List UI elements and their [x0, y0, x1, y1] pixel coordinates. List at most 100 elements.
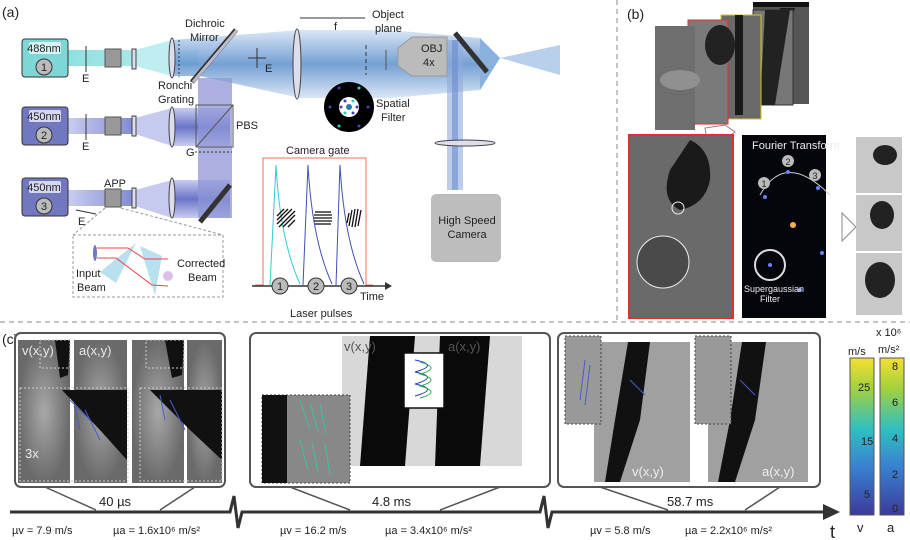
vertical-beam	[198, 78, 232, 218]
laser-1: 488nm 1	[21, 38, 69, 78]
colorbar-a-tick-0: 0	[892, 503, 898, 515]
high-speed-camera	[431, 194, 501, 262]
group2-a-label: a(x,y)	[448, 339, 481, 354]
filter-label-2: Filter	[760, 294, 780, 304]
pulse-3-number: 3	[346, 281, 352, 293]
colorbar-a-tick-8: 8	[892, 361, 898, 373]
timeline-axis	[10, 495, 825, 529]
colorbar-v-label: v	[857, 520, 864, 535]
time-axis-arrow	[385, 282, 392, 290]
object-beam	[500, 45, 560, 75]
group2-v-label: v(x,y)	[344, 339, 376, 354]
objective	[397, 36, 448, 77]
colorbar-v-tick-15: 15	[861, 436, 873, 448]
group3-mu-a: µa = 2.2x10⁶ m/s²	[685, 525, 772, 537]
focal-label: f	[334, 21, 338, 33]
dichroic-label-2: Mirror	[190, 32, 219, 44]
ft-markers	[758, 155, 821, 189]
pbs-cube	[195, 104, 234, 148]
colorbar-a-tick-6: 6	[892, 397, 898, 409]
laser-3-expansion	[135, 180, 172, 218]
colorbar-a-unit: m/s²	[878, 344, 900, 356]
pbs-label: PBS	[236, 120, 258, 132]
fourier-image	[742, 135, 826, 318]
ronchi-label-1: Ronchi	[158, 80, 192, 92]
laser-1-expansion	[135, 40, 172, 76]
colorbar-a-tick-2: 2	[892, 469, 898, 481]
right-arrow-2-head	[841, 211, 857, 243]
group2-mu-v: µv = 16.2 m/s	[280, 525, 347, 537]
laser-2: 450nm 2	[21, 106, 69, 146]
hologram-dark-region	[666, 140, 711, 210]
ft-number-2: 2	[785, 157, 790, 167]
group-40us	[14, 332, 226, 488]
fringe-patterns	[276, 208, 362, 228]
group1-zoom-label: 3x	[25, 446, 39, 461]
corrected-beam-label-1: Corrected	[177, 258, 225, 270]
group3-time: 58.7 ms	[667, 494, 714, 509]
camera-gate-label: Camera gate	[286, 145, 350, 157]
time-label: Time	[360, 291, 384, 303]
panel-a-label: (a)	[2, 4, 19, 20]
group1-time: 40 µs	[99, 494, 132, 509]
time-axis-label: t	[830, 522, 835, 540]
app-label: APP	[104, 178, 126, 190]
fold-mirror	[198, 183, 232, 224]
object-plane-label-2: plane	[375, 23, 402, 35]
timeline-arrow	[823, 504, 840, 520]
ft-number-3: 3	[812, 171, 817, 181]
colorbar-a-label: a	[887, 520, 895, 535]
colorbar-a-tick-4: 4	[892, 433, 898, 445]
laser-pulses-label: Laser pulses	[290, 308, 353, 320]
supergaussian-filter-ring	[754, 249, 786, 281]
camera-mirror	[453, 31, 489, 74]
camera-label-1: High Speed	[438, 215, 496, 227]
pulse-1-number: 1	[277, 281, 283, 293]
objective-label-2: 4x	[423, 57, 435, 69]
spatial-filter-label-1: Spatial	[376, 98, 410, 110]
spatial-filter-label-2: Filter	[381, 112, 406, 124]
colorbar-v-tick-25: 25	[858, 382, 870, 394]
group3-v-label: v(x,y)	[632, 464, 664, 479]
e-field-main: E	[265, 63, 272, 75]
fourier-label: Fourier Transform	[752, 140, 839, 152]
laser-3: 450nm 3	[21, 177, 69, 217]
laser-2-number: 2	[41, 130, 47, 142]
ft-number-1: 1	[761, 179, 766, 189]
laser-1-number: 1	[41, 62, 47, 74]
zoom-circle	[671, 201, 685, 215]
group1-mu-v: µv = 7.9 m/s	[12, 525, 73, 537]
group3-a-label: a(x,y)	[762, 464, 795, 479]
right-arrow-2	[829, 220, 843, 234]
camera-label-2: Camera	[447, 229, 487, 241]
colorbar-v	[849, 357, 875, 516]
e-field-1: E	[82, 73, 89, 85]
group3-mu-v: µv = 5.8 m/s	[590, 525, 651, 537]
focus-cone	[480, 38, 500, 90]
laser-2-expansion	[135, 108, 172, 146]
ft-peaks	[763, 170, 824, 292]
polarization-arrows	[75, 46, 266, 215]
spatial-filter	[324, 82, 374, 132]
pulse-2-curve	[302, 164, 333, 286]
collimating-lenses	[168, 28, 496, 219]
colorbar-v-unit: m/s	[848, 346, 866, 358]
laser-3-wavelength: 450nm	[27, 182, 61, 194]
pulse-2-number: 2	[313, 281, 319, 293]
colorbar-v-tick-5: 5	[864, 489, 870, 501]
filter-label-1: Supergaussian	[744, 284, 804, 294]
input-beam-label-2: Beam	[77, 282, 106, 294]
laser-1-wavelength: 488nm	[27, 43, 61, 55]
group2-mu-a: µa = 3.4x10⁶ m/s²	[385, 525, 472, 537]
pulse-markers	[271, 277, 358, 295]
pbs-diagonal	[195, 104, 234, 148]
group2-time: 4.8 ms	[372, 494, 412, 509]
reconstructed-images	[856, 137, 902, 315]
camera-beam-core	[452, 40, 458, 190]
ronchi-label-2: Grating	[158, 94, 194, 106]
zoom-connectors	[44, 486, 781, 511]
colorbar-a-scale: x 10⁶	[876, 327, 901, 339]
camera-gate-line	[255, 157, 373, 286]
e-field-3: E	[78, 216, 85, 228]
